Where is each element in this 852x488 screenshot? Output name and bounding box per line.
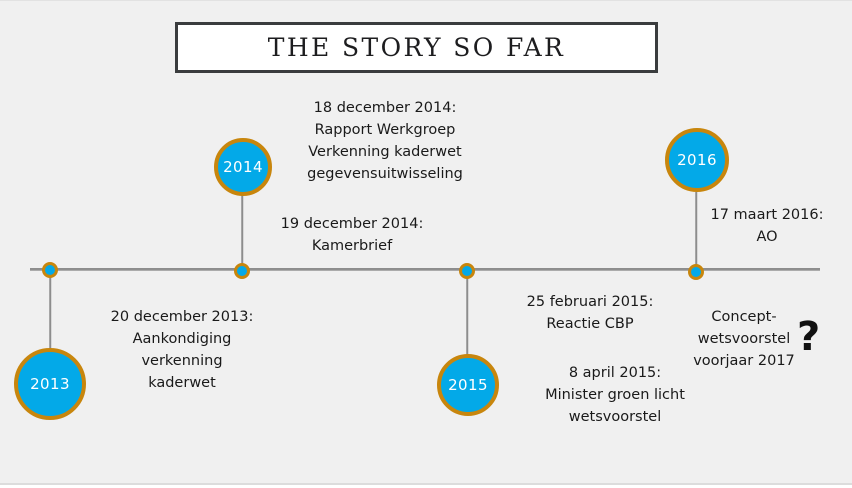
- year-bubble-2016-label: 2016: [677, 151, 717, 169]
- event-callout-2015-cbp: 25 februari 2015: Reactie CBP: [526, 294, 654, 332]
- connector-stem-2016: [695, 192, 697, 272]
- year-bubble-2015-label: 2015: [448, 376, 488, 394]
- question-mark-icon: ?: [797, 314, 821, 360]
- year-bubble-2014-label: 2014: [223, 158, 263, 176]
- connector-stem-2015: [466, 273, 468, 355]
- event-callout-2016-ao: 17 maart 2016: AO: [710, 207, 824, 245]
- connector-stem-2013: [49, 272, 51, 349]
- timeline-node-dot-2016[interactable]: [688, 264, 704, 280]
- event-callout-2014-rapport: 18 december 2014: Rapport Werkgroep Verk…: [307, 100, 463, 182]
- event-callout-2013: 20 december 2013: Aankondiging verkennin…: [110, 309, 254, 391]
- page-title: THE STORY SO FAR: [267, 33, 566, 62]
- connector-stem-2014: [241, 189, 243, 271]
- event-callout-2014-kamerbrief: 19 december 2014: Kamerbrief: [280, 216, 424, 254]
- timeline-axis: [30, 268, 820, 271]
- event-callout-2017-concept: Concept- wetsvoorstel voorjaar 2017: [693, 309, 795, 369]
- timeline-node-dot-2013[interactable]: [42, 262, 58, 278]
- year-bubble-2013-label: 2013: [30, 375, 70, 393]
- slide-title-box: THE STORY SO FAR: [175, 22, 658, 73]
- event-callout-2015-minister: 8 april 2015: Minister groen licht wetsv…: [545, 365, 685, 425]
- year-bubble-2014[interactable]: 2014: [214, 138, 272, 196]
- timeline-node-dot-2015[interactable]: [459, 263, 475, 279]
- year-bubble-2016[interactable]: 2016: [665, 128, 729, 192]
- year-bubble-2015[interactable]: 2015: [437, 354, 499, 416]
- timeline-node-dot-2014[interactable]: [234, 263, 250, 279]
- year-bubble-2013[interactable]: 2013: [14, 348, 86, 420]
